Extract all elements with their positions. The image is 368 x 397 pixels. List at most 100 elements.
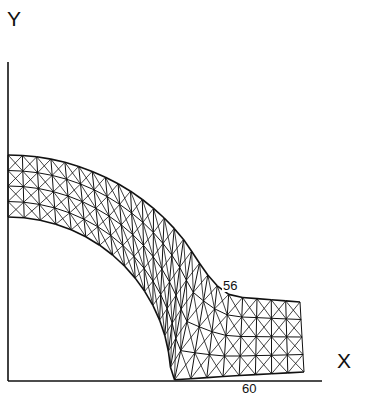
mesh-line — [105, 177, 119, 204]
mesh-line — [175, 295, 176, 338]
mesh-line — [287, 337, 302, 355]
mesh-line — [195, 353, 210, 355]
mesh-line — [8, 186, 23, 188]
mesh-line — [100, 245, 113, 255]
mesh-line — [133, 222, 143, 234]
mesh-line — [225, 335, 226, 356]
mesh-line — [257, 318, 272, 337]
mesh-line — [288, 355, 303, 373]
mesh-line — [36, 157, 38, 173]
mesh-line — [255, 355, 271, 374]
mesh-line — [184, 239, 187, 280]
mesh-line — [162, 269, 167, 309]
mesh-line — [239, 356, 241, 376]
mesh-line — [107, 197, 121, 225]
mesh-line — [161, 269, 162, 295]
mesh-line — [51, 159, 67, 179]
mesh-line — [8, 155, 9, 171]
mesh-line — [180, 267, 181, 309]
mesh-line — [132, 200, 143, 214]
mesh-line — [67, 179, 69, 196]
mesh-line — [215, 294, 229, 308]
mesh-line — [133, 235, 144, 269]
mesh-line — [272, 355, 288, 374]
node-number: 56 — [222, 279, 238, 292]
mesh-line — [109, 216, 123, 245]
mesh-line — [23, 171, 39, 188]
mesh-line — [144, 268, 153, 305]
mesh-line — [174, 228, 180, 267]
mesh-line — [134, 256, 145, 291]
mesh-line — [175, 379, 191, 380]
mesh-line — [286, 318, 301, 320]
mesh-line — [153, 257, 161, 295]
mesh-line — [241, 336, 256, 337]
mesh-line — [193, 292, 199, 326]
mesh-line — [24, 202, 41, 220]
mesh-line — [23, 187, 38, 189]
mesh-line — [70, 213, 86, 237]
mesh-line — [256, 318, 257, 337]
mesh-line — [195, 332, 212, 353]
mesh-line — [8, 154, 22, 156]
mesh-line — [121, 213, 131, 225]
mesh-line — [171, 367, 175, 380]
mesh-line — [22, 156, 36, 157]
mesh-line — [167, 282, 169, 309]
mesh-line — [286, 319, 302, 337]
mesh-line — [226, 317, 242, 335]
mesh-line — [187, 322, 199, 327]
mesh-line — [272, 337, 287, 355]
mesh-line — [81, 184, 96, 208]
mesh-line — [142, 200, 153, 233]
mesh-line — [153, 244, 163, 257]
mesh-line — [120, 191, 131, 204]
mesh-line — [22, 156, 23, 172]
mesh-line — [144, 257, 153, 269]
mesh-line — [256, 336, 271, 337]
mesh-line — [153, 208, 154, 232]
mesh-line — [223, 356, 240, 377]
mesh-line — [172, 309, 181, 323]
mesh-line — [239, 356, 256, 376]
mesh-line — [167, 295, 176, 308]
mesh-line — [243, 298, 257, 299]
mesh-line — [257, 317, 272, 319]
mesh-line — [212, 332, 225, 356]
mesh-line — [256, 337, 271, 356]
mesh-line — [168, 338, 175, 351]
mesh-line — [243, 298, 257, 318]
mesh-line — [168, 351, 170, 367]
mesh-line — [8, 155, 23, 171]
mesh-line — [287, 336, 302, 337]
mesh-line — [135, 268, 144, 278]
mesh-line — [172, 255, 176, 295]
mesh-line — [98, 227, 113, 255]
mesh-line — [212, 315, 227, 332]
mesh-line — [38, 189, 40, 205]
mesh-line — [255, 337, 256, 356]
node-number: 60 — [241, 382, 257, 395]
mesh-line — [94, 190, 109, 216]
mesh-line — [176, 280, 186, 295]
mesh-line — [226, 315, 227, 336]
mesh-line — [160, 295, 161, 321]
mesh-line — [191, 355, 210, 379]
mesh-line — [167, 309, 168, 352]
mesh-line — [118, 184, 132, 213]
mesh-line — [8, 171, 23, 186]
mesh-line — [39, 204, 41, 220]
mesh-line — [52, 175, 53, 191]
mesh-line — [225, 356, 240, 376]
mesh-line — [226, 335, 241, 336]
mesh-line — [286, 301, 300, 302]
mesh-line — [257, 299, 271, 319]
mesh-line — [272, 372, 288, 374]
mesh-line — [300, 302, 301, 320]
mesh-line — [227, 298, 242, 315]
mesh-line — [84, 219, 100, 245]
mesh-line — [212, 332, 226, 336]
mesh-line — [223, 356, 225, 377]
mesh-line — [209, 332, 212, 355]
